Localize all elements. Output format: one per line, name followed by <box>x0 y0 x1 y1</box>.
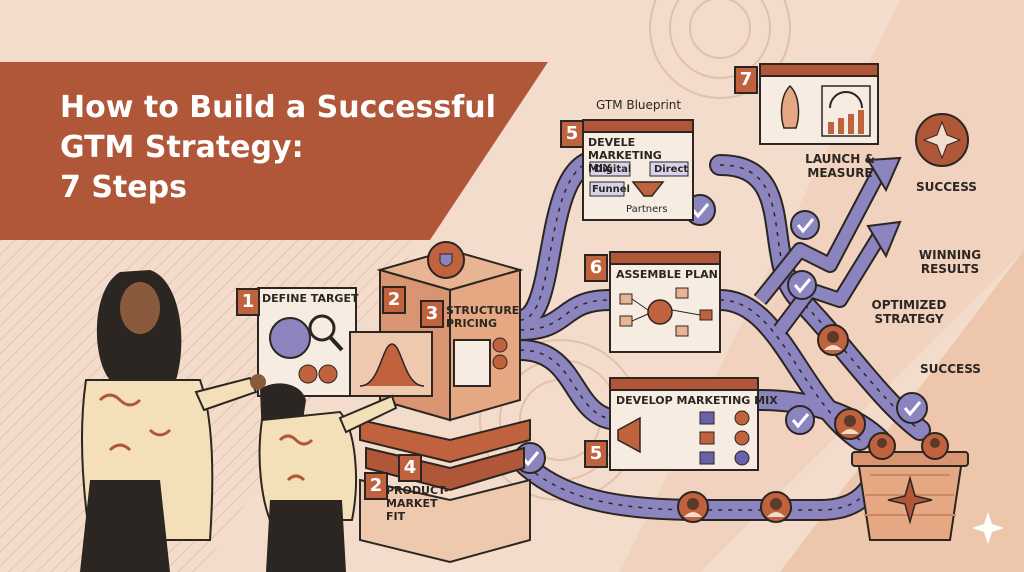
step-label-structure-pricing: STRUCTURE PRICING <box>446 304 520 330</box>
gauge-icon <box>829 91 863 109</box>
step-number-3: 3 <box>420 300 444 328</box>
pricing-panel <box>349 331 433 397</box>
step-number-1: 1 <box>236 288 260 316</box>
presenter-figure <box>80 270 266 572</box>
step-number-4-extra: 2 <box>364 472 388 500</box>
sub-label-funnel: Funnel <box>592 184 630 195</box>
bell-curve-icon <box>359 343 425 387</box>
globe-icon <box>269 317 311 359</box>
outcome-winning-results: WINNING RESULTS <box>918 248 982 276</box>
megaphone-icon <box>617 416 641 454</box>
step-label-define-target: DEFINE TARGET <box>262 292 359 305</box>
step-number-5-bottom: 5 <box>584 440 608 468</box>
title-banner <box>0 62 548 240</box>
dollar-icon <box>492 337 508 353</box>
compass-star-icon <box>915 113 969 167</box>
blueprint-label: GTM Blueprint <box>596 98 682 112</box>
step-number-2: 2 <box>382 286 406 314</box>
sub-label-partners: Partners <box>626 204 668 215</box>
outcome-success-bottom: SUCCESS <box>920 362 981 376</box>
outcome-optimized-strategy: OPTIMIZED STRATEGY <box>871 298 947 326</box>
step-label-product-market-fit: PRODUCT-MARKET FIT <box>386 484 449 523</box>
step-label-launch-measure: LAUNCH & MEASURE <box>805 152 875 180</box>
growth-arrows <box>753 156 902 335</box>
assemble-plan-card <box>609 251 721 353</box>
step-label-devele-marketing-mix: DEVELE MARKETING MIX <box>588 136 662 175</box>
title-line-3: 7 Steps <box>60 170 187 205</box>
title-line-2: GTM Strategy: <box>60 130 304 165</box>
step-label-assemble-plan: ASSEMBLE PLAN <box>616 268 718 281</box>
gear-icon <box>647 299 673 325</box>
assistant-figure <box>258 383 398 572</box>
rocket-icon <box>780 84 800 129</box>
step-number-7: 7 <box>734 66 758 94</box>
page-title: How to Build a Successful GTM Strategy: … <box>60 88 500 208</box>
define-target-panel <box>257 287 357 397</box>
bar-chart-icon <box>828 122 834 134</box>
magnifier-icon <box>308 314 336 342</box>
sub-label-direct: Direct <box>654 164 689 175</box>
funnel-icon <box>631 181 665 197</box>
launch-card <box>759 63 879 145</box>
blueprint-card <box>582 119 694 221</box>
title-line-1: How to Build a Successful <box>60 90 496 125</box>
compass-star-icon <box>887 475 933 525</box>
calculator-icon <box>453 339 491 387</box>
step-number-4: 4 <box>398 454 422 482</box>
sub-label-digital: Digital <box>594 164 632 175</box>
success-basket <box>851 432 969 541</box>
step-label-develop-marketing-mix: DEVELOP MARKETING MIX <box>616 394 778 407</box>
step-number-5-top: 5 <box>560 120 584 148</box>
develop-marketing-mix-card <box>609 377 759 471</box>
outcome-success-top: SUCCESS <box>916 180 977 194</box>
step-number-6: 6 <box>584 254 608 282</box>
person-avatars <box>677 324 866 523</box>
sparkle-icon <box>972 512 1004 544</box>
